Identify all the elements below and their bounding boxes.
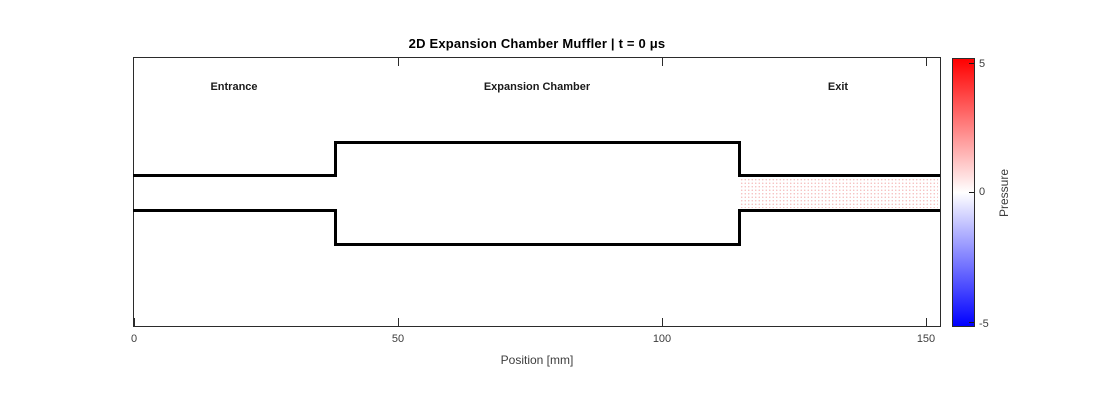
muffler-chamber-top-wall [334,141,741,144]
x-axis-top-tick-100 [661,58,663,66]
exit-pipe-pressure-field [740,178,938,208]
colorbar-tick-label-5: 5 [979,58,986,70]
muffler-exit-bottom-wall [738,209,940,212]
x-axis-label: Position [mm] [500,353,574,367]
region-label-expansion-chamber: Expansion Chamber [483,81,591,93]
colorbar-tick-neg5 [969,322,974,323]
muffler-entrance-bottom-wall [133,209,337,212]
colorbar [952,58,975,327]
x-tick-label-150: 150 [916,333,936,345]
x-tick-label-100: 100 [652,333,672,345]
muffler-left-step-lower [334,209,337,246]
muffler-left-step-upper [334,141,337,177]
colorbar-tick-0 [969,192,974,193]
x-axis-top-tick-150 [925,58,927,66]
chart-title: 2D Expansion Chamber Muffler | t = 0 μs [408,36,666,51]
x-axis-tick-0 [133,318,135,326]
x-tick-label-50: 50 [391,333,405,345]
region-label-exit: Exit [827,81,849,93]
x-axis-tick-50 [397,318,399,326]
muffler-exit-top-wall [738,174,940,177]
muffler-right-step-upper [738,141,741,177]
colorbar-tick-5 [969,63,974,64]
muffler-right-step-lower [738,209,741,246]
x-tick-label-0: 0 [130,333,138,345]
colorbar-tick-label-0: 0 [979,186,986,198]
x-axis-tick-100 [661,318,663,326]
colorbar-axis-label-text: Pressure [997,168,1011,217]
colorbar-axis-label: Pressure [990,58,1018,327]
x-axis-tick-150 [925,318,927,326]
colorbar-tick-label-neg5: -5 [979,318,989,330]
muffler-entrance-top-wall [133,174,337,177]
x-axis-top-tick-50 [397,58,399,66]
region-label-entrance: Entrance [210,81,258,93]
muffler-chamber-bottom-wall [334,242,741,246]
